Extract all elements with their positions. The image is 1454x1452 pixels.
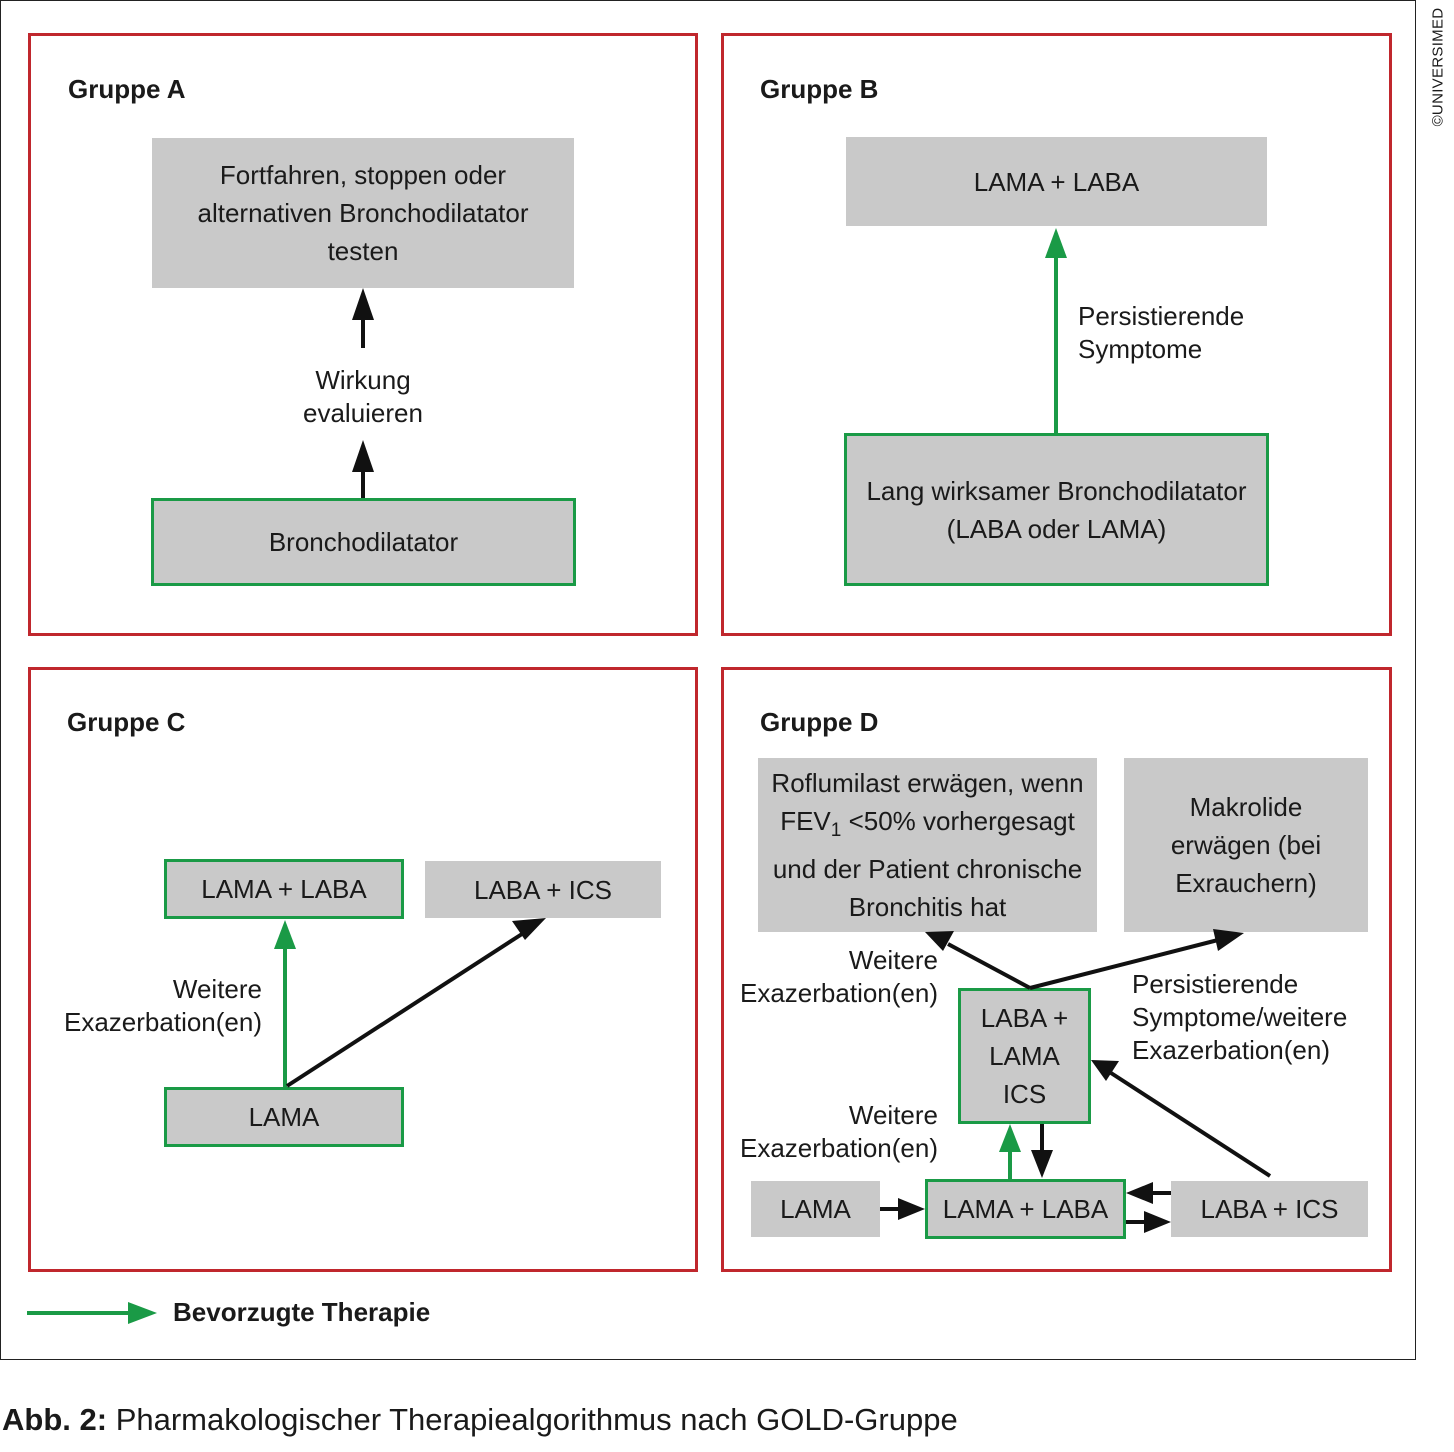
group-d-arrow-down-triple (1031, 1124, 1053, 1178)
group-d-lama-text: LAMA (780, 1194, 851, 1224)
group-d-title: Gruppe D (760, 707, 879, 737)
group-c-arrow-laba-ics (285, 918, 546, 1088)
group-a-bronchodilator-text: Bronchodilatator (268, 527, 459, 557)
figure-caption: Abb. 2: Pharmakologischer Therapiealgori… (2, 1402, 958, 1438)
legend-label: Bevorzugte Therapie (173, 1297, 431, 1327)
group-d-exacerbation-label-bottom: Weitere Exazerbation(en) (740, 1100, 938, 1163)
group-a-bronchodilator-box: Bronchodilatator (151, 498, 576, 586)
group-a-continue-text: Fortfahren, stoppen oder alternativen Br… (197, 160, 529, 266)
roflumilast-line-1: Roflumilast erwägen, wenn (771, 767, 1084, 798)
roflumilast-line-2: FEV1 <50% vorhergesagt (771, 802, 1083, 850)
group-d-arrow-lama-to-lama-laba (880, 1198, 925, 1220)
group-d-macrolide-box: Makrolide erwägen (bei Exrauchern) (1124, 758, 1368, 932)
group-d-triple-text: LABA + LAMA ICS (980, 1003, 1069, 1109)
group-c-lama-laba-box: LAMA + LABA (164, 859, 404, 919)
caption-prefix: Abb. 2: (2, 1402, 108, 1437)
group-d-roflumilast-text: Roflumilast erwägen, wenn FEV1 <50% vorh… (771, 764, 1083, 926)
group-d-lama-laba-text: LAMA + LABA (942, 1194, 1109, 1224)
copyright-text: ©UNIVERSIMED (1429, 7, 1447, 126)
group-d-arrow-laba-ics-to-lama-laba (1126, 1182, 1171, 1204)
group-a-title: Gruppe A (68, 74, 186, 104)
group-d-persistent-label: Persistierende Symptome/weitere Exazerba… (1132, 969, 1348, 1065)
group-d-exacerbation-label-top: Weitere Exazerbation(en) (740, 945, 938, 1008)
group-b-lama-laba-box: LAMA + LABA (846, 137, 1267, 226)
group-d-laba-ics-box: LABA + ICS (1171, 1181, 1368, 1237)
group-c-lama-box: LAMA (164, 1087, 404, 1147)
roflumilast-fev-subscript: 1 (830, 820, 842, 842)
panel-group-c (28, 667, 698, 1272)
group-d-arrow-laba-ics-to-triple (1091, 1060, 1272, 1178)
figure-frame (0, 0, 1416, 1360)
group-b-long-acting-box: Lang wirksamer Bronchodilatator (LABA od… (844, 433, 1269, 586)
roflumilast-line-4: Bronchitis hat (848, 892, 1007, 923)
group-d-arrow-up-triple (999, 1124, 1021, 1179)
group-a-arrow-lower (352, 440, 374, 498)
group-d-lama-laba-box: LAMA + LABA (925, 1179, 1126, 1239)
caption-text: Pharmakologischer Therapiealgorithmus na… (115, 1402, 958, 1437)
group-d-macrolide-text: Makrolide erwägen (bei Exrauchern) (1170, 792, 1322, 898)
group-b-long-acting-text: Lang wirksamer Bronchodilatator (LABA od… (866, 475, 1247, 544)
group-a-evaluate-label: Wirkung evaluieren (303, 365, 423, 428)
group-b-arrow-preferred (1045, 228, 1067, 433)
group-c-lama-text: LAMA (248, 1102, 320, 1132)
group-a-arrow-upper (352, 288, 374, 348)
group-d-triple-box: LABA + LAMA ICS (958, 988, 1091, 1124)
group-d-arrow-macrolide (1029, 929, 1244, 990)
group-d-roflumilast-box: Roflumilast erwägen, wenn FEV1 <50% vorh… (758, 758, 1097, 932)
group-b-title: Gruppe B (760, 74, 879, 104)
group-c-laba-ics-text: LABA + ICS (473, 874, 613, 905)
roflumilast-line-3: und der Patient chronische (772, 854, 1083, 885)
group-c-exacerbation-label: Weitere Exazerbation(en) (64, 974, 262, 1037)
roflumilast-predicted: <50% vorhergesagt (841, 805, 1075, 836)
group-d-laba-ics-text: LABA + ICS (1200, 1194, 1339, 1224)
legend-preferred-arrow (27, 1302, 157, 1324)
group-a-continue-box: Fortfahren, stoppen oder alternativen Br… (152, 138, 574, 288)
copyright-notice: ©UNIVERSIMED (1424, 4, 1452, 129)
group-c-laba-ics-box: LABA + ICS (425, 861, 661, 918)
roflumilast-fev: FEV (780, 805, 831, 836)
group-d-lama-box: LAMA (751, 1181, 880, 1237)
group-b-persistent-label: Persistierende Symptome (1078, 301, 1245, 364)
group-c-arrow-preferred (274, 920, 296, 1087)
group-b-lama-laba-text: LAMA + LABA (973, 166, 1140, 197)
group-c-title: Gruppe C (67, 707, 186, 737)
group-d-arrow-lama-laba-to-laba-ics (1126, 1211, 1171, 1233)
group-d-arrow-roflumilast (925, 931, 1031, 990)
group-c-lama-laba-text: LAMA + LABA (201, 874, 367, 904)
